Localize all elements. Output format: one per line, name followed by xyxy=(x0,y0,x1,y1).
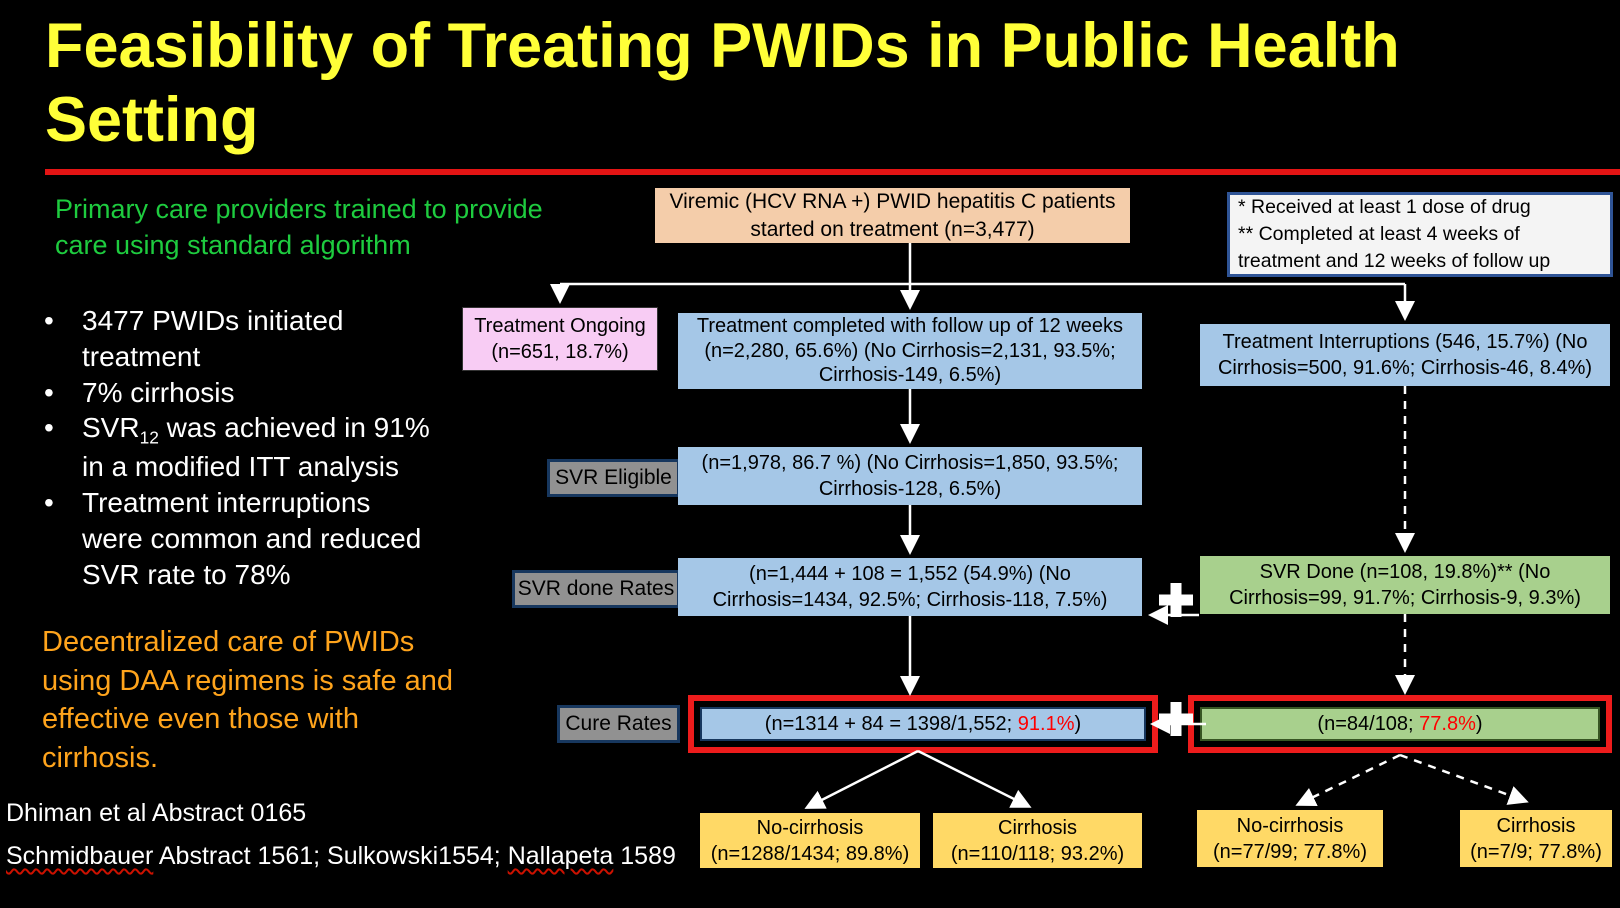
title-underline xyxy=(45,169,1620,175)
cure-right-text: (n=84/108; xyxy=(1317,712,1420,735)
flow-start-box: Viremic (HCV RNA +) PWID hepatitis C pat… xyxy=(655,188,1130,243)
slide-title: Feasibility of Treating PWIDs in Public … xyxy=(45,11,1400,155)
bullet-text: 7% cirrhosis xyxy=(82,376,235,408)
dashed-arrow-cure-right-to-cirrhosis xyxy=(1399,753,1529,805)
cure-right-close: ) xyxy=(1475,712,1483,735)
svr-done-main-box: (n=1,444 + 108 = 1,552 (54.9%) (No Cirrh… xyxy=(678,558,1142,616)
cure-rate-right-highlight: (n=84/108; 77.8%) xyxy=(1188,695,1612,753)
cure-right-percent: 77.8% xyxy=(1419,712,1476,735)
treatment-completed-box: Treatment completed with follow up of 12… xyxy=(678,313,1142,389)
outcome-right-nocirrhosis-box: No-cirrhosis (n=77/99; 77.8%) xyxy=(1197,810,1383,867)
citation-middle: Abstract 1561; Sulkowski1554; xyxy=(153,842,508,870)
treatment-interruptions-box: Treatment Interruptions (546, 15.7%) (No… xyxy=(1200,324,1610,386)
arrow-cure-to-nocirrhosis xyxy=(804,749,919,809)
cure-rates-label: Cure Rates xyxy=(557,705,680,743)
bullet-icon: • xyxy=(44,412,54,444)
cure-rate-main-highlight: (n=1314 + 84 = 1398/1,552; 91.1%) xyxy=(688,695,1158,753)
list-item: • SVR12 was achieved in 91% in a modifie… xyxy=(42,410,434,485)
svr-subscript: 12 xyxy=(139,428,159,449)
svr-text-rest: was achieved in 91% in a modified ITT an… xyxy=(82,412,430,483)
bullet-text: Treatment interruptions were common and … xyxy=(82,487,422,590)
subtitle-primary-care: Primary care providers trained to provid… xyxy=(55,194,543,260)
list-item: • 7% cirrhosis xyxy=(42,375,434,411)
bullet-text: SVR12 was achieved in 91% in a modified … xyxy=(82,412,430,482)
svr-eligible-box: (n=1,978, 86.7 %) (No Cirrhosis=1,850, 9… xyxy=(678,447,1142,505)
key-points-list: • 3477 PWIDs initiated treatment • 7% ci… xyxy=(42,303,434,593)
citation-nallapeta: Nallapeta xyxy=(507,842,614,870)
bullet-icon: • xyxy=(44,305,54,336)
arrow-cure-to-cirrhosis xyxy=(917,749,1032,808)
list-item: • 3477 PWIDs initiated treatment xyxy=(42,303,434,375)
outcome-left-cirrhosis-box: Cirrhosis (n=110/118; 93.2%) xyxy=(933,813,1142,868)
citation-abstracts: Schmidbauer Abstract 1561; Sulkowski1554… xyxy=(6,842,676,871)
plus-icon xyxy=(1159,583,1193,617)
bullet-text: 3477 PWIDs initiated treatment xyxy=(82,305,344,372)
cure-main-text: (n=1314 + 84 = 1398/1,552; xyxy=(764,712,1018,735)
citation-dhiman: Dhiman et al Abstract 0165 xyxy=(6,799,307,827)
footnote-box: * Received at least 1 dose of drug ** Co… xyxy=(1227,192,1613,277)
dashed-arrow-cure-right-to-nocirrhosis xyxy=(1295,753,1401,807)
conclusion-statement: Decentralized care of PWIDs using DAA re… xyxy=(42,626,454,774)
cure-rate-right-box: (n=84/108; 77.8%) xyxy=(1200,707,1600,741)
svr-text: SVR xyxy=(82,412,140,444)
cure-main-percent: 91.1% xyxy=(1017,712,1075,735)
outcome-left-nocirrhosis-box: No-cirrhosis (n=1288/1434; 89.8%) xyxy=(700,813,920,868)
treatment-ongoing-box: Treatment Ongoing (n=651, 18.7%) xyxy=(462,307,658,371)
svr-eligible-label: SVR Eligible xyxy=(547,459,680,497)
svr-done-right-box: SVR Done (n=108, 19.8%)** (No Cirrhosis=… xyxy=(1200,556,1610,614)
cure-main-close: ) xyxy=(1074,712,1082,735)
svr-done-rates-label: SVR done Rates xyxy=(512,570,680,608)
bullet-icon: • xyxy=(44,487,54,519)
cure-rate-main-box: (n=1314 + 84 = 1398/1,552; 91.1%) xyxy=(700,707,1146,741)
outcome-right-cirrhosis-box: Cirrhosis (n=7/9; 77.8%) xyxy=(1460,810,1612,867)
citation-schmidbauer: Schmidbauer xyxy=(6,842,154,870)
citation-end: 1589 xyxy=(613,842,676,870)
bullet-icon: • xyxy=(44,376,54,408)
list-item: • Treatment interruptions were common an… xyxy=(42,485,434,592)
